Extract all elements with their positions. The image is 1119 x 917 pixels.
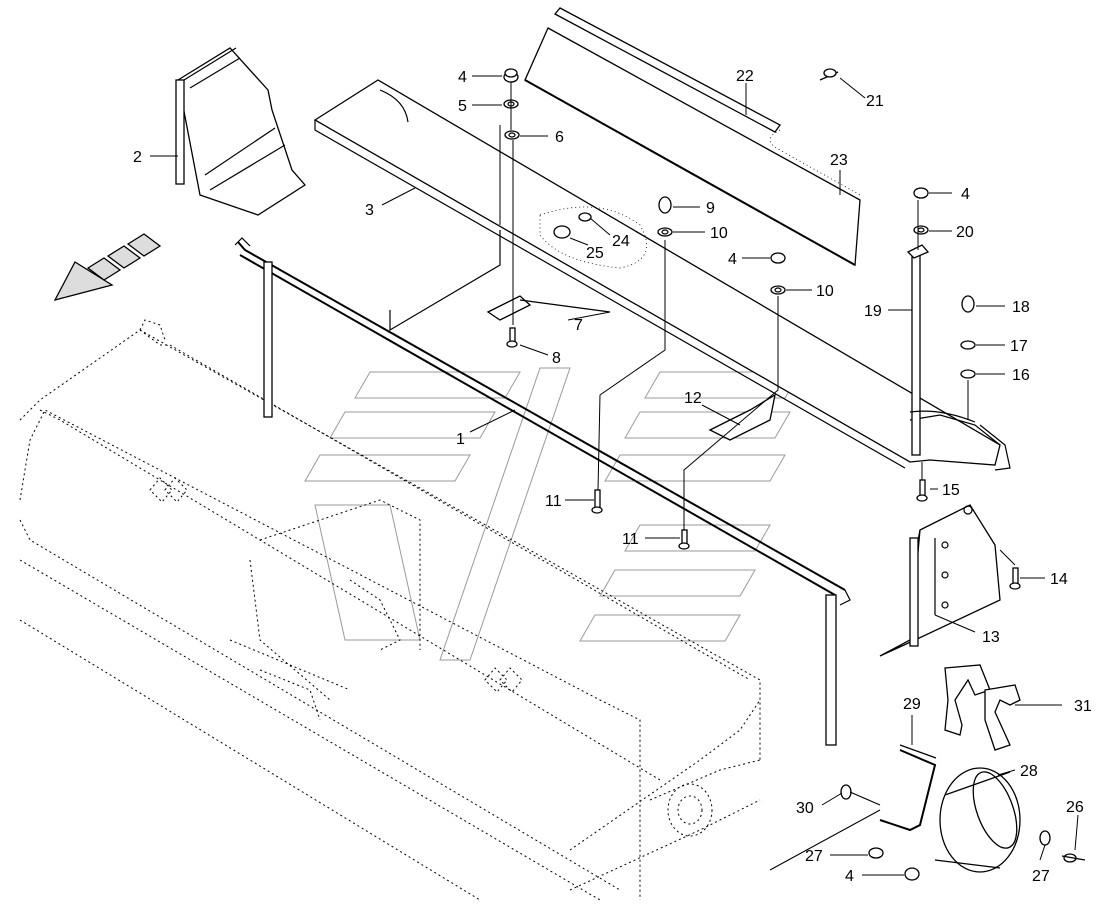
callout-4-bottom: 4 — [845, 868, 854, 885]
callout-17: 17 — [1010, 338, 1028, 355]
callout-13: 13 — [982, 629, 1000, 646]
callout-31: 31 — [1074, 698, 1092, 715]
callout-23: 23 — [830, 152, 848, 169]
callout-4-right: 4 — [961, 186, 970, 203]
leader-lines — [150, 75, 1079, 876]
callout-1: 1 — [456, 431, 465, 448]
part-19-support-rod — [906, 244, 976, 456]
callout-28: 28 — [1020, 763, 1038, 780]
callout-14: 14 — [1050, 571, 1068, 588]
callout-19: 19 — [864, 303, 882, 320]
callout-6: 6 — [555, 129, 564, 146]
callout-20: 20 — [956, 224, 974, 241]
callout-15: 15 — [942, 482, 960, 499]
callout-30: 30 — [796, 800, 814, 817]
callout-11-b: 11 — [622, 531, 639, 548]
callout-7: 7 — [574, 317, 583, 334]
part-3-cover-plate — [313, 79, 1011, 471]
callout-18: 18 — [1012, 299, 1030, 316]
callout-27-a: 27 — [805, 848, 823, 865]
part-22-23-top-rail — [524, 7, 861, 267]
watermark-logo — [304, 367, 801, 661]
callout-25: 25 — [586, 245, 604, 262]
callout-5: 5 — [458, 98, 467, 115]
callout-2: 2 — [133, 149, 142, 166]
callout-10-b: 10 — [816, 283, 834, 300]
direction-arrow-icon — [53, 233, 162, 302]
callout-29: 29 — [903, 696, 921, 713]
part-1-long-bar — [234, 237, 851, 746]
part-2-side-shield — [175, 47, 306, 216]
callout-21: 21 — [866, 93, 884, 110]
callout-27-b: 27 — [1032, 868, 1050, 885]
callout-4-top: 4 — [458, 69, 467, 86]
callout-12: 12 — [684, 390, 702, 407]
callout-26: 26 — [1066, 799, 1084, 816]
drum-and-brackets — [769, 664, 1086, 881]
part-13-side-plate — [879, 504, 1001, 657]
callout-16: 16 — [1012, 367, 1030, 384]
callout-22: 22 — [736, 68, 754, 85]
callout-labels: 1 2 3 4 4 4 4 5 6 7 8 9 10 10 11 11 12 1… — [133, 68, 1092, 885]
callout-8: 8 — [552, 350, 561, 367]
callout-10-a: 10 — [710, 225, 728, 242]
callout-11-a: 11 — [545, 493, 562, 510]
fasteners — [499, 68, 1021, 590]
callout-9: 9 — [706, 200, 715, 217]
header-body — [19, 319, 761, 901]
callout-4-mid: 4 — [728, 251, 737, 268]
callout-3: 3 — [365, 202, 374, 219]
callout-24: 24 — [612, 233, 630, 250]
